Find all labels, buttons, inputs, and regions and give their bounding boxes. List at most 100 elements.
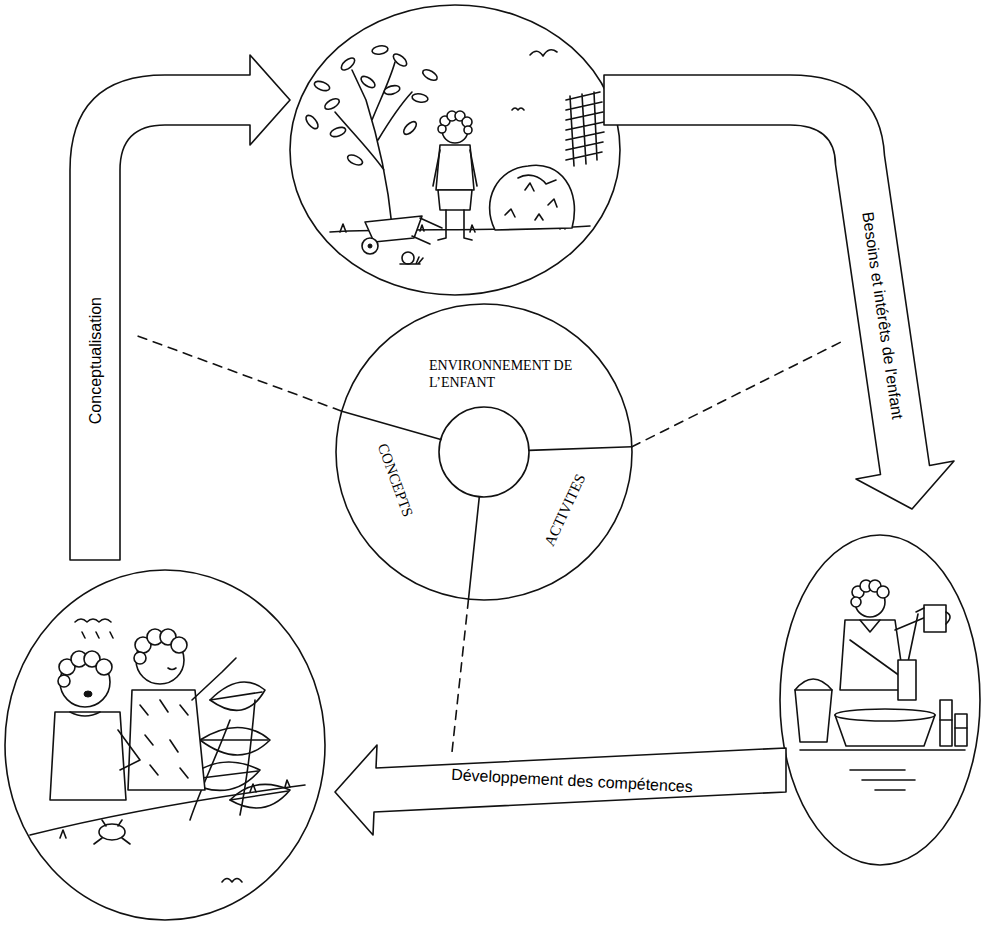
child-figure [140,700,188,778]
wheelbarrow [362,216,442,254]
arrow-label: Besoins et intérêts de l'enfant [855,206,909,424]
water-activity-scene [780,535,980,865]
sector-divider [342,411,632,599]
tree [411,93,428,104]
sector-label: CONCEPTS [373,441,416,519]
tree [304,113,320,130]
jug [916,608,950,624]
butterfly [512,108,524,110]
child-figure [433,111,477,240]
child-figure [438,190,472,210]
tree [402,120,419,137]
leaves [200,728,270,756]
sector-label: ENVIRONNEMENT DE L’ENFANT [429,358,581,392]
child-figure [58,675,70,687]
measuring-cylinder [940,700,952,746]
frog [94,820,130,844]
bush [490,165,575,230]
child-figure [851,597,861,607]
tree [313,80,331,93]
child-figure [168,668,176,670]
arrow-label: Conceptualisation [86,296,105,423]
child-figure [70,712,140,770]
bucket [795,690,832,742]
child-figure [134,652,146,664]
tree [335,62,412,226]
arrow-band [604,75,954,509]
scene-oval [5,570,325,920]
snail [400,252,423,264]
wheelbarrow [368,244,372,248]
child-figure [128,690,205,790]
bush [490,165,575,230]
central-wheel [439,407,529,497]
scene-oval [780,535,980,865]
table-line [800,750,965,790]
tree [383,84,401,96]
bush [518,175,556,184]
bucket [795,679,832,742]
sector-label: ACTIVITES [537,467,593,554]
sector-label: ENVIRONNEMENT DE L’ENFANT [425,356,585,394]
butterfly [222,879,242,883]
arrow-label: Développement des compétences [451,764,694,795]
child-figure [436,145,474,190]
bird [530,50,557,56]
sector-label: CONCEPTS [370,436,420,523]
tree [339,56,356,72]
tree [304,45,439,226]
tree [346,153,364,167]
tree [359,74,377,90]
roof-hatching [566,92,604,166]
tree [391,52,408,68]
garden-scene [290,5,620,295]
central-wheel [336,304,632,600]
tree [329,126,347,139]
frog [94,820,130,844]
basin [835,709,935,746]
arrow-label: Conceptualisation [84,292,107,427]
arrow-band [70,55,290,560]
basin [835,709,935,721]
roof-hatching [566,92,604,166]
dashed-guide [135,335,845,752]
child-figure [96,659,112,675]
bucket [795,679,832,690]
arrow-label: Développement des compétences [447,762,698,798]
ground-line [30,785,305,835]
child-figure [50,651,140,800]
jug [924,605,946,632]
arrow-band [335,745,786,835]
glass [898,660,916,700]
sector-label: ACTIVITES [540,471,589,549]
child-figure [438,125,446,133]
cup [955,714,967,746]
water-activity-scene [940,720,967,728]
tree [323,97,341,112]
child-figure [877,586,889,598]
child-figure [84,691,92,697]
snail [402,252,414,264]
jug [908,614,918,662]
cloud [75,619,113,638]
tree [371,45,388,56]
central-wheel [135,304,845,752]
wheelbarrow [362,238,378,254]
child-figure [128,629,236,790]
child-figure [192,658,236,700]
snail [400,257,423,264]
jug [908,605,950,662]
child-figure [464,126,472,134]
child-figure [433,150,477,240]
frog [99,824,125,840]
nature-talk-scene [5,570,325,920]
child-figure [171,637,187,653]
grass [60,780,290,838]
bush [505,183,557,220]
arrow-label: Besoins et intérêts de l'enfant [858,210,907,420]
tree [421,68,439,83]
child-figure [50,712,126,800]
